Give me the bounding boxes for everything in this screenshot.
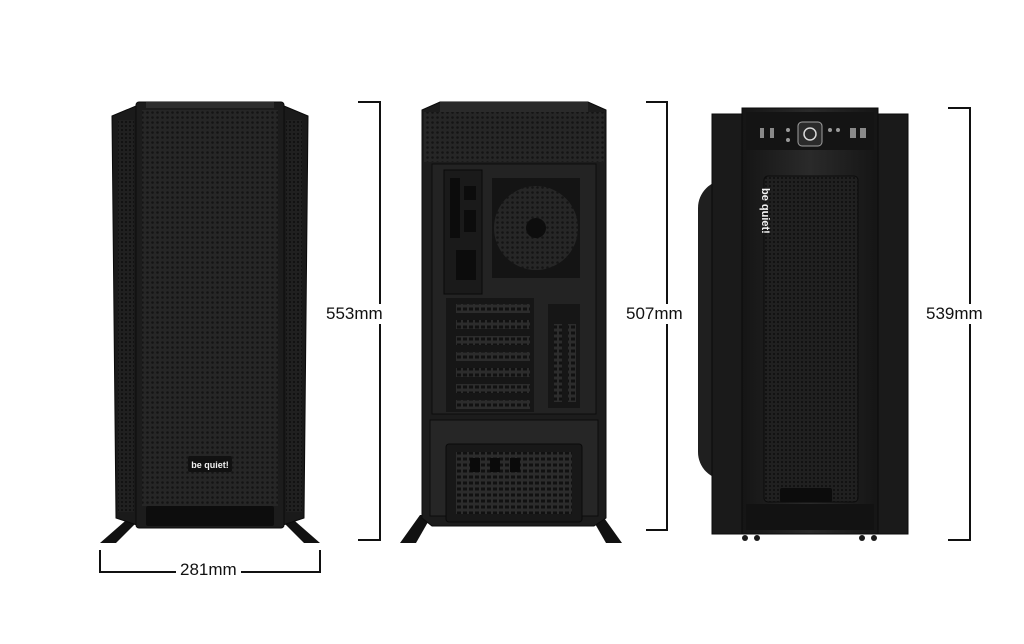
front-view: be quiet! [100,101,320,543]
expansion-slots [446,298,534,412]
psu-mount [445,443,583,523]
side-height-bracket [948,107,971,541]
side-height-dimension-label: 539mm [926,304,983,324]
side-view: be quiet! [698,107,909,541]
width-dimension-label: 281mm [176,560,241,580]
back-view [400,101,622,543]
back-height-dimension-label: 507mm [626,304,683,324]
side-brand-logo: be quiet! [759,188,771,234]
power-button [797,121,823,147]
front-height-dimension-label: 553mm [326,304,383,324]
rear-fan [492,178,580,278]
back-left-foot [400,515,432,543]
front-brand-logo: be quiet! [191,460,229,470]
